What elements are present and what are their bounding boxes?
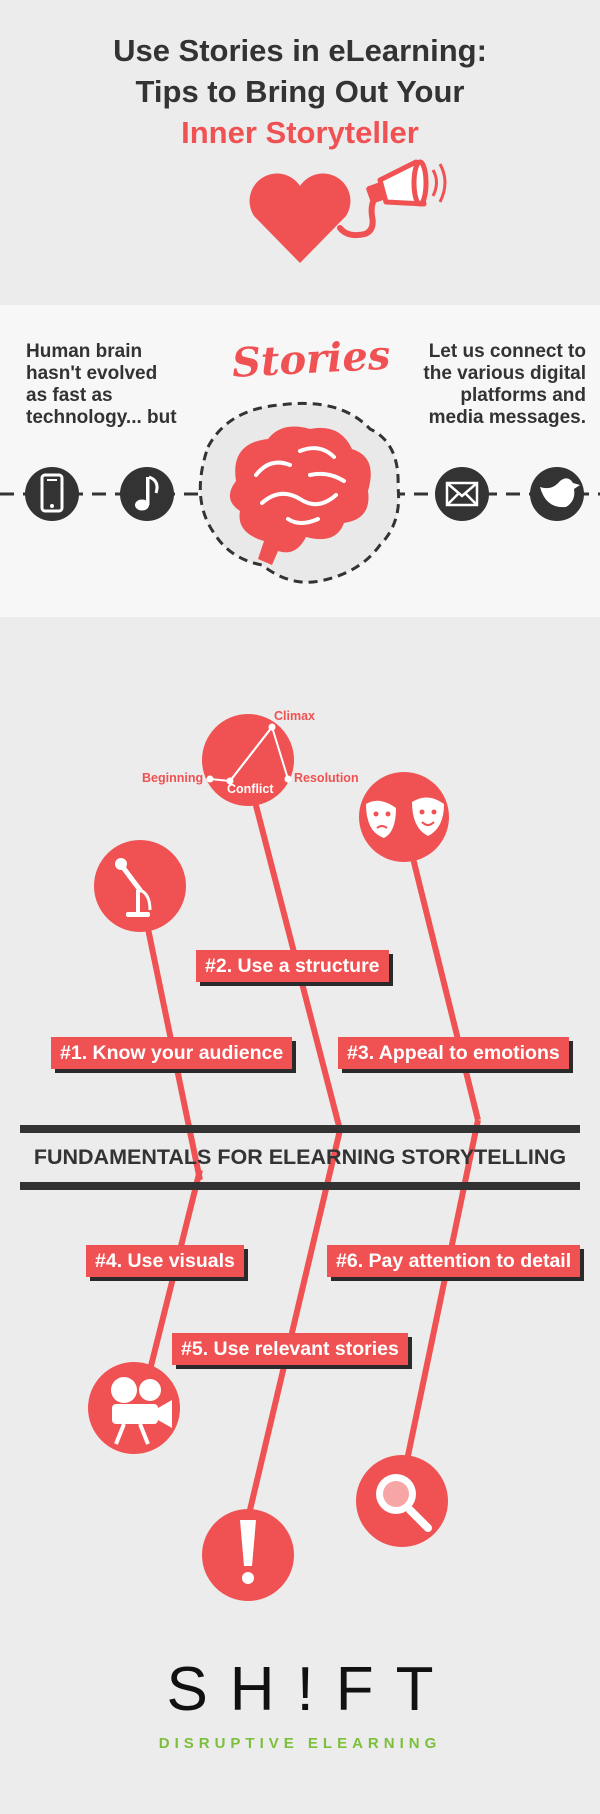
microphone-icon	[94, 840, 186, 932]
tip-3-label: #3. Appeal to emotions	[338, 1037, 569, 1069]
left-text-line: as fast as	[26, 385, 113, 406]
left-text-line: technology... but	[26, 407, 177, 428]
title-line-2: Tips to Bring Out Your	[135, 74, 465, 109]
right-text-line: the various digital	[423, 363, 586, 384]
tip-6-label: #6. Pay attention to detail	[327, 1245, 581, 1277]
right-text-line: platforms and	[460, 385, 586, 406]
climax-label: Climax	[274, 709, 315, 723]
heading-bar-bottom	[20, 1182, 580, 1190]
shift-logo: SH!FT	[166, 1655, 456, 1724]
connection-line-illustration	[0, 401, 600, 584]
tip-2-label: #2. Use a structure	[196, 950, 389, 982]
pole-tip1	[137, 889, 203, 1181]
right-intro-text: Let us connect to the various digital pl…	[400, 341, 586, 429]
brain-icon	[229, 426, 371, 565]
fundamentals-heading: FUNDAMENTALS FOR ELEARNING STORYTELLING	[33, 1145, 567, 1169]
pole-tip3	[401, 821, 481, 1121]
beginning-label: Beginning	[142, 771, 204, 785]
music-note-icon	[120, 467, 174, 521]
tip-1-label: #1. Know your audience	[51, 1037, 293, 1069]
left-text-line: hasn't evolved	[26, 363, 158, 384]
resolution-label: Resolution	[294, 771, 359, 785]
envelope-icon	[435, 467, 489, 521]
megaphone-cord	[337, 191, 381, 239]
heart-megaphone-illustration	[249, 159, 447, 263]
smartphone-icon	[25, 467, 79, 521]
conflict-label: Conflict	[227, 782, 274, 796]
projector-icon	[88, 1362, 180, 1454]
theater-masks-icon	[359, 772, 449, 862]
title-line-1: Use Stories in eLearning:	[113, 33, 487, 68]
heading-bar-top	[20, 1125, 580, 1133]
left-text-line: Human brain	[26, 341, 143, 362]
right-text-line: Let us connect to	[428, 341, 586, 362]
heart-icon	[249, 173, 351, 263]
megaphone-icon	[366, 159, 447, 207]
bird-icon	[530, 467, 584, 521]
fundamentals-diagram	[88, 714, 481, 1601]
story-structure-icon	[202, 714, 294, 806]
right-text-line: media messages.	[428, 407, 586, 428]
tagline: DISRUPTIVE ELEARNING	[158, 1735, 442, 1752]
pole-tip6	[402, 1119, 481, 1471]
stories-word: Stories	[230, 331, 392, 387]
tip-4-label: #4. Use visuals	[86, 1245, 244, 1277]
tip-5-label: #5. Use relevant stories	[172, 1333, 408, 1365]
pole-tip5	[247, 1129, 343, 1511]
magnifier-icon	[356, 1455, 448, 1547]
exclamation-icon	[202, 1509, 294, 1601]
title-line-3: Inner Storyteller	[181, 115, 419, 150]
left-intro-text: Human brain hasn't evolved as fast as te…	[26, 341, 206, 429]
